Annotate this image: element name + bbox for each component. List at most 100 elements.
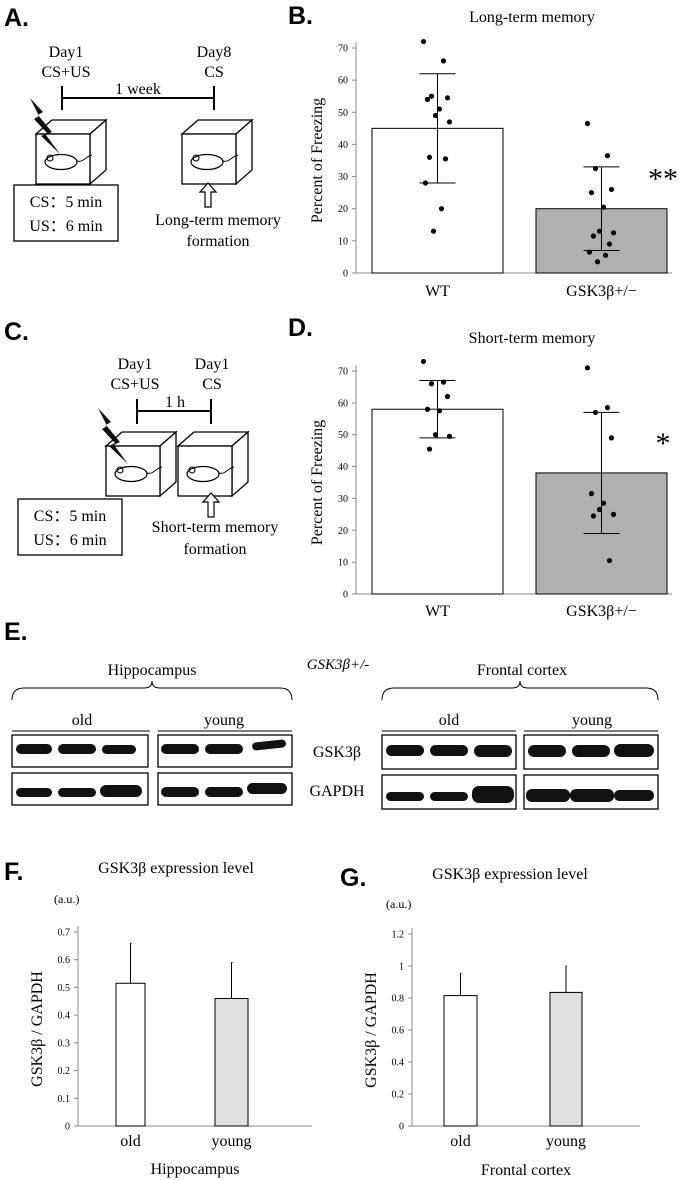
panel-label-g: G. [340, 864, 366, 892]
us-duration-c: US：6 min [33, 532, 106, 549]
y-tick-label: 60 [338, 398, 348, 409]
data-point [596, 506, 603, 513]
group-old-hippocampus: old [72, 712, 92, 729]
unit-label: (a.u.) [54, 892, 79, 906]
bar [214, 998, 249, 1127]
region-frontal-cortex: Frontal cortex [477, 662, 567, 679]
data-point [426, 446, 433, 452]
blot-gapdh-hippo-young [157, 772, 293, 806]
panel-label-d: D. [288, 314, 313, 342]
data-point [428, 93, 435, 99]
data-point [602, 252, 609, 258]
y-tick-label: 0.3 [58, 1038, 71, 1049]
category-label: young [212, 1133, 252, 1150]
timeline-c [136, 399, 212, 424]
bar [443, 995, 478, 1127]
interval-label-a: 1 week [115, 81, 161, 98]
category-label: old [120, 1133, 140, 1150]
data-point [610, 230, 617, 236]
y-tick-label: 40 [338, 462, 348, 473]
y-tick-label: 0 [343, 269, 348, 280]
y-tick-label: 0.6 [392, 1026, 405, 1037]
y-tick-label: 0.5 [58, 983, 71, 994]
y-tick-label: 10 [338, 236, 348, 247]
unit-label: (a.u.) [386, 897, 411, 911]
blot-gsk3b-frontal-young [523, 734, 659, 770]
bar [371, 408, 504, 595]
data-point [590, 513, 597, 519]
category-label: old [450, 1133, 470, 1150]
panel-label-b: B. [288, 2, 313, 30]
data-point [436, 408, 443, 414]
x-axis-label: Frontal cortex [481, 1162, 571, 1179]
y-tick-label: 1 [399, 962, 404, 973]
data-point [440, 58, 447, 64]
day1b-condition-c: CS [202, 376, 222, 393]
y-tick-label: 0.6 [58, 955, 71, 966]
significance-marker: * [656, 427, 671, 460]
chart-expression-hippocampus: GSK3β expression level(a.u.)00.10.20.30.… [29, 860, 312, 1178]
y-tick-label: 0.7 [58, 928, 71, 939]
outcome-line1-c: Short-term memory [152, 519, 279, 536]
data-point [446, 119, 453, 125]
outcome-line1-a: Long-term memory [155, 212, 281, 229]
data-point [604, 153, 611, 159]
data-point [606, 241, 613, 247]
data-point [444, 95, 451, 101]
y-tick-label: 30 [338, 494, 348, 505]
chart-title: GSK3β expression level [98, 860, 254, 877]
data-point [588, 190, 595, 196]
day8-condition-a: CS [204, 64, 224, 81]
genotype-label: GSK3β+/- [307, 657, 370, 673]
y-tick-label: 0.2 [58, 1066, 71, 1077]
data-point [438, 206, 445, 212]
data-point [436, 106, 443, 112]
y-tick-label: 20 [338, 526, 348, 537]
bar [549, 991, 583, 1127]
data-point [588, 491, 595, 497]
blot-gapdh-frontal-young [523, 774, 659, 810]
y-tick-label: 60 [338, 76, 348, 87]
y-tick-label: 0 [399, 1122, 404, 1133]
data-point [420, 38, 427, 45]
day1-label-c: Day1 [118, 356, 153, 373]
cage-icon [177, 431, 249, 497]
day1-label-a: Day1 [49, 44, 84, 61]
cs-us-box-c [17, 498, 123, 556]
group-young-hippocampus: young [204, 712, 244, 729]
blot-gsk3b-hippo-old [11, 734, 149, 768]
cage-icon [181, 119, 253, 185]
data-point [604, 405, 611, 411]
category-label: WT [425, 603, 450, 620]
data-point [424, 96, 431, 103]
chart-expression-frontal-cortex: GSK3β expression level(a.u.)00.20.40.60.… [363, 866, 640, 1179]
y-tick-label: 0.2 [392, 1090, 405, 1101]
data-point [420, 358, 427, 365]
cs-us-box-a [13, 184, 119, 242]
data-point [590, 233, 597, 239]
cs-duration-a: CS：5 min [30, 194, 102, 211]
day1b-label-c: Day1 [195, 356, 230, 373]
day1-condition-c: CS+US [110, 376, 159, 393]
data-point [424, 406, 431, 412]
y-tick-label: 0.4 [58, 1011, 71, 1022]
panel-label-e: E. [4, 618, 28, 646]
us-duration-a: US：6 min [29, 218, 102, 235]
panel-label-c: C. [4, 318, 29, 346]
interval-label-c: 1 h [165, 394, 185, 411]
row-label-gapdh: GAPDH [309, 783, 365, 800]
data-point [610, 511, 617, 517]
bar [115, 982, 146, 1127]
data-point [428, 381, 435, 387]
brace-hippocampus [11, 680, 293, 701]
y-tick-label: 50 [338, 108, 348, 119]
data-point [594, 259, 601, 265]
data-point [600, 500, 607, 506]
data-point [444, 393, 451, 400]
brace-frontal-cortex [381, 680, 659, 701]
chart-title: GSK3β expression level [432, 866, 588, 883]
category-label: WT [425, 283, 450, 300]
cs-duration-c: CS：5 min [34, 508, 106, 525]
